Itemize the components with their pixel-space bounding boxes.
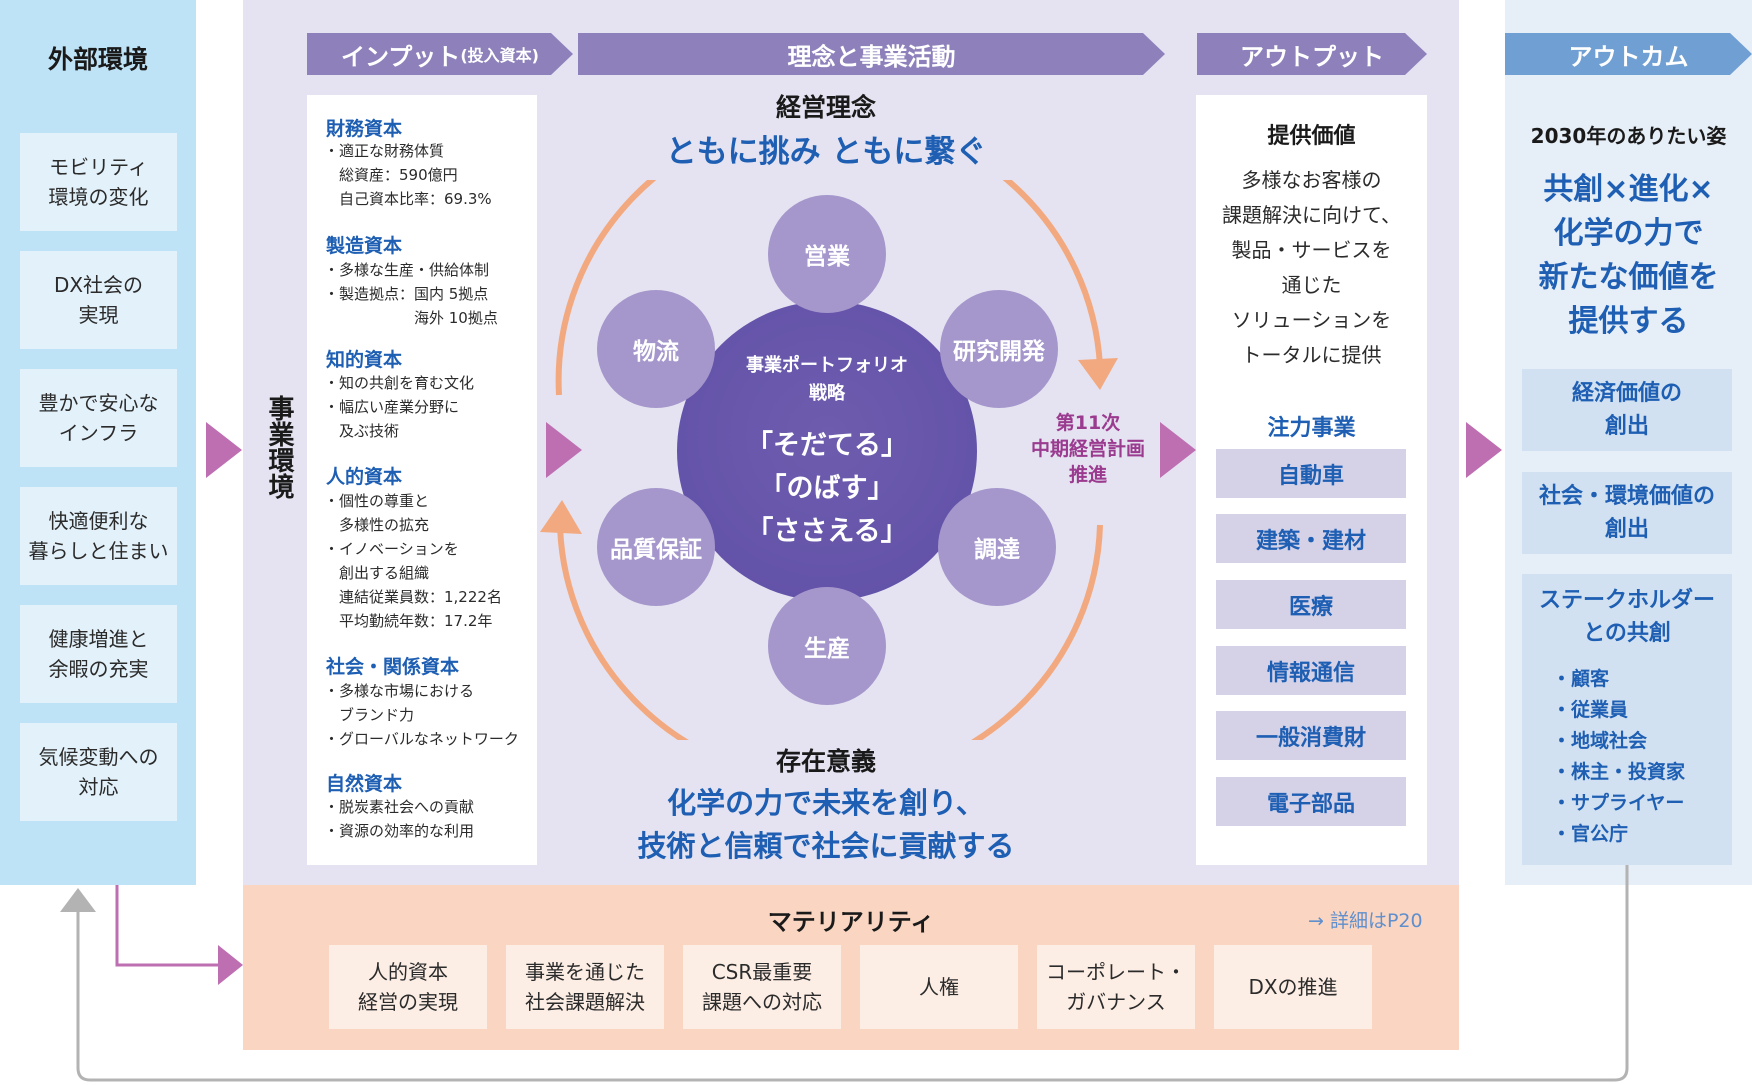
capital-title-manufacturing: 製造資本 <box>326 235 403 257</box>
vision-2030-text: 共創×進化× 化学の力で 新たな価値を 提供する <box>1538 172 1719 339</box>
focus-business-electronics: 電子部品 <box>1216 777 1406 826</box>
external-item: 快適便利な 暮らしと住まい <box>20 487 177 585</box>
social-value-box: 社会・環境価値の 創出 <box>1522 472 1732 554</box>
activity-cycle-ring <box>540 180 1118 740</box>
purpose-label: 存在意義 <box>775 747 876 776</box>
capital-body-intellectual: ・知の共創を育む文化 ・幅広い産業分野に 及ぶ技術 <box>324 374 475 440</box>
cycle-arrowhead-left <box>540 500 582 534</box>
capital-body-social: ・多様な市場における ブランド力 ・グローバルなネットワーク <box>324 682 519 748</box>
output-header: アウトプット <box>1197 33 1427 75</box>
focus-business-ict: 情報通信 <box>1216 646 1406 695</box>
cycle-arc-bottom <box>556 509 1103 740</box>
materiality-item: 人的資本 経営の実現 <box>329 945 487 1029</box>
stakeholder-suppliers: ・サプライヤー <box>1552 792 1685 814</box>
stakeholder-shareholders: ・株主・投資家 <box>1552 761 1686 783</box>
economic-value-box: 経済価値の 創出 <box>1522 369 1732 451</box>
focus-business-automotive: 自動車 <box>1216 449 1406 498</box>
focus-business-medical: 医療 <box>1216 580 1406 629</box>
materiality-item: コーポレート・ ガバナンス <box>1037 945 1195 1029</box>
feedback-loop-line <box>76 865 1629 1082</box>
cycle-arc-top <box>555 180 1103 396</box>
core-lines: 「そだてる」 「のばす」 「ささえる」 <box>697 424 957 553</box>
flow-arrow-external <box>206 422 242 478</box>
stakeholder-list: ・顧客 ・従業員 ・地域社会 ・株主・投資家 ・サプライヤー ・官公庁 <box>1552 664 1732 850</box>
core-line-support: 「ささえる」 <box>746 516 908 547</box>
focus-business-construction: 建築・建材 <box>1216 514 1406 563</box>
focus-business-title: 注力事業 <box>1267 416 1356 441</box>
cycle-arrowhead-right <box>1078 358 1118 390</box>
core-line-grow: 「そだてる」 <box>746 430 908 461</box>
provided-value-text: 多様なお客様の 課題解決に向けて、 製品・サービスを 通じた ソリューションを … <box>1222 168 1401 367</box>
core-subtitle: 事業ポートフォリオ 戦略 <box>746 355 908 404</box>
input-header-sub: (投入資本) <box>460 46 539 65</box>
capital-title-intellectual: 知的資本 <box>326 349 403 371</box>
outcome-header: アウトカム <box>1505 33 1752 75</box>
stakeholder-employees: ・従業員 <box>1552 699 1629 721</box>
capital-body-human: ・個性の尊重と 多様性の拡充 ・イノベーションを 創出する組織 連結従業員数：1… <box>324 492 502 630</box>
materiality-detail-link[interactable]: → 詳細はP20 <box>1308 910 1423 932</box>
materiality-item: 事業を通じた 社会課題解決 <box>506 945 664 1029</box>
connector-to-materiality <box>115 885 222 967</box>
external-item: モビリティ 環境の変化 <box>20 133 177 231</box>
capital-body-manufacturing: ・多様な生産・供給体制 ・製造拠点：国内 5拠点 海外 10拠点 <box>324 261 498 327</box>
focus-business-consumer: 一般消費財 <box>1216 711 1406 760</box>
activity-sales: 営業 <box>768 195 886 313</box>
stakeholder-box: ステークホルダー との共創 ・顧客 ・従業員 ・地域社会 ・株主・投資家 ・サプ… <box>1522 574 1732 865</box>
external-item: 気候変動への 対応 <box>20 723 177 821</box>
philosophy-label: 経営理念 <box>775 93 876 122</box>
input-header: インプット(投入資本) <box>307 33 573 75</box>
activity-logistics: 物流 <box>597 290 715 408</box>
external-environment-title: 外部環境 <box>47 45 148 74</box>
philosophy-activity-header: 理念と事業活動 <box>578 33 1165 75</box>
materiality-item: DXの推進 <box>1214 945 1372 1029</box>
capital-title-financial: 財務資本 <box>326 118 403 140</box>
mid-term-plan-label: 第11次 中期経営計画 推進 <box>1030 412 1145 486</box>
activity-quality: 品質保証 <box>597 488 715 606</box>
capital-title-human: 人的資本 <box>326 466 403 488</box>
core-strategy-circle <box>677 301 977 601</box>
feedback-arrowhead <box>60 888 96 912</box>
activity-production: 生産 <box>768 587 886 705</box>
stakeholder-title: ステークホルダー との共創 <box>1538 588 1715 646</box>
philosophy-text: ともに挑み ともに繋ぐ <box>665 134 987 170</box>
materiality-title: マテリアリティ <box>767 908 935 936</box>
activity-rnd: 研究開発 <box>940 290 1058 408</box>
provided-value-title: 提供価値 <box>1267 124 1356 149</box>
input-capital-card <box>307 95 537 865</box>
stakeholder-customers: ・顧客 <box>1552 668 1610 690</box>
capital-body-financial: ・適正な財務体質 総資産：590億円 自己資本比率：69.3% <box>324 142 492 208</box>
external-item: 健康増進と 余暇の充実 <box>20 605 177 703</box>
materiality-item: 人権 <box>860 945 1018 1029</box>
capital-title-social: 社会・関係資本 <box>326 656 460 678</box>
capital-title-natural: 自然資本 <box>326 773 403 795</box>
core-line-extend: 「のばす」 <box>759 473 895 504</box>
materiality-arrowhead <box>218 945 243 985</box>
input-header-label: インプット <box>341 42 461 71</box>
external-item: DX社会の 実現 <box>20 251 177 349</box>
external-item: 豊かで安心な インフラ <box>20 369 177 467</box>
materiality-item: CSR最重要 課題への対応 <box>683 945 841 1029</box>
stakeholder-community: ・地域社会 <box>1552 730 1648 752</box>
flow-arrow-input <box>546 422 582 478</box>
vision-2030-title: 2030年のありたい姿 <box>1530 124 1727 148</box>
business-environment-label: 事業環境 <box>264 395 294 499</box>
stakeholder-government: ・官公庁 <box>1552 823 1629 845</box>
capital-body-natural: ・脱炭素社会への貢献 ・資源の効率的な利用 <box>324 798 475 840</box>
purpose-text: 化学の力で未来を創り、 技術と信頼で社会に貢献する <box>637 786 1015 863</box>
flow-arrow-output <box>1466 422 1502 478</box>
activity-procurement: 調達 <box>938 488 1056 606</box>
flow-arrow-activity <box>1160 422 1196 478</box>
